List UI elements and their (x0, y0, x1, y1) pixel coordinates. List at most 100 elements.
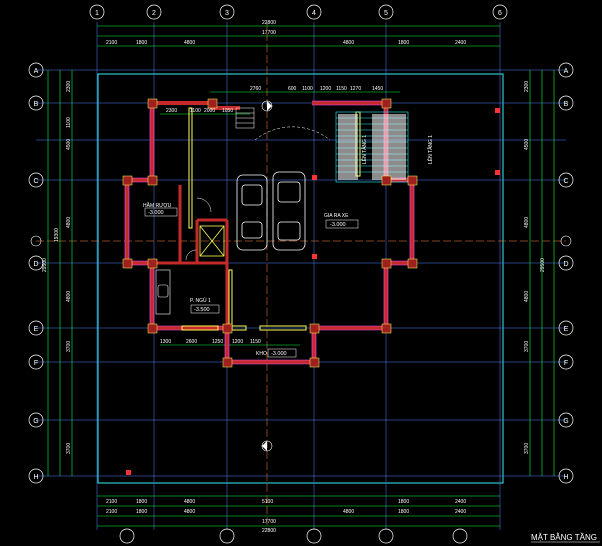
drawing-title: MẶT BẰNG TẦNG (531, 532, 597, 542)
grid-bubbles-right (558, 62, 574, 484)
grid-bubble-labels-top: 1 2 3 4 5 6 (95, 10, 502, 17)
level-box (190, 304, 220, 314)
laundry-level: -3.500 (194, 307, 210, 313)
grid-label: C (563, 178, 568, 185)
stair-label-2: LÊN TẦNG 1 (426, 135, 434, 164)
grid-bubble-labels-left: A B C D E F G H (33, 68, 38, 481)
dim-text: 600 (288, 86, 297, 92)
laundry-fixtures (155, 269, 171, 315)
dims-left-text: 2300 1100 4500 4800 4800 3700 3700 19300… (42, 81, 72, 454)
dim-text: 3700 (66, 341, 72, 352)
grid-bubbles-bottom (119, 528, 468, 544)
dim-text: 2300 (66, 81, 72, 92)
dim-text: 1800 (136, 40, 147, 46)
dimension-lines (47, 25, 555, 527)
level-box (267, 348, 297, 358)
stair-label-1: LÊN TẦNG 1 (360, 135, 368, 164)
dim-text: 4800 (343, 509, 354, 515)
grid-label: 3 (225, 10, 229, 17)
dims-inner-top-text: 2760 600 1100 1200 1150 1270 1450 2300 1… (166, 86, 383, 114)
level-box (325, 219, 359, 229)
dim-text: 1800 (398, 40, 409, 46)
grid-label: 4 (312, 10, 316, 17)
dim-text: 4800 (184, 509, 195, 515)
dim-text: 22800 (262, 20, 276, 26)
grid-label: H (563, 474, 568, 481)
dim-text: 17700 (262, 30, 276, 36)
dim-text: 1250 (212, 339, 223, 345)
dim-text: 1150 (250, 339, 261, 345)
room-labels: HẦM RƯỢU -3.000 GIA RA XE -3.000 P. NGỦ … (143, 202, 359, 358)
grid-bubbles-left (28, 62, 44, 484)
grid-label: B (34, 101, 39, 108)
elevator-shaft (199, 225, 225, 257)
dim-text: 2400 (455, 499, 466, 505)
grid-label: 6 (498, 10, 502, 17)
wine-cellar-name: HẦM RƯỢU (143, 202, 172, 209)
dim-text: 4800 (184, 499, 195, 505)
dim-text: 4500 (66, 139, 72, 150)
dim-text: 1800 (136, 499, 147, 505)
grid-label: A (564, 68, 569, 75)
dim-text: 2400 (455, 509, 466, 515)
dim-text: 1200 (320, 86, 331, 92)
dim-text: 1050 (222, 108, 233, 114)
grid-bubble-labels-right: A B C D E F G H (563, 68, 568, 481)
dim-text: 2100 (106, 40, 117, 46)
grid-label: 2 (152, 10, 156, 17)
grid-label: F (34, 360, 38, 367)
dim-text: 22800 (262, 528, 276, 534)
dim-text: 2300 (166, 108, 177, 114)
dim-text: 2000 (204, 108, 215, 114)
laundry-name: P. NGỦ 1 (190, 297, 211, 304)
dim-text: 4800 (524, 291, 530, 302)
dims-right-text: 2300 4500 4800 4800 3700 3700 29500 (524, 81, 546, 454)
stair-hatching (338, 114, 406, 180)
dim-text: 1800 (136, 509, 147, 515)
dims-inner-bottom-text: 1300 2600 1250 1200 1150 (160, 339, 261, 345)
dim-text: 1450 (372, 86, 383, 92)
grid-label: A (34, 68, 39, 75)
dim-text: 1300 (160, 339, 171, 345)
dims-bottom-text: 2100 1800 4800 5100 1800 2400 2100 1800 … (106, 499, 466, 534)
dim-text: 19300 (54, 228, 60, 242)
dim-text: 4500 (524, 139, 530, 150)
dim-text: 3700 (66, 443, 72, 454)
grid-label: D (33, 261, 38, 268)
dim-text: 3700 (524, 443, 530, 454)
dim-text: 1800 (398, 509, 409, 515)
interior-walls (152, 185, 229, 328)
site-boundary (97, 73, 504, 484)
grid-label: E (564, 326, 569, 333)
grid-label: 1 (95, 10, 99, 17)
axis-markers (126, 108, 500, 475)
grid-label: B (564, 101, 569, 108)
dim-text: 1100 (190, 108, 201, 114)
grid-label: C (33, 178, 38, 185)
storage-level: -3.000 (271, 351, 287, 357)
dim-text: 2400 (455, 40, 466, 46)
grid-label: G (33, 418, 38, 425)
garage-level: -3.000 (330, 222, 346, 228)
level-box (144, 207, 178, 217)
wine-cellar-level: -3.000 (148, 210, 164, 216)
grid-label: H (33, 474, 38, 481)
garage-name: GIA RA XE (324, 213, 349, 219)
dim-text: 1100 (66, 117, 72, 128)
storage-name: KHO (256, 351, 267, 357)
dim-text: 4800 (184, 40, 195, 46)
dim-text: 5100 (262, 499, 273, 505)
structural-columns (122, 98, 418, 368)
door-swings (185, 126, 331, 261)
dim-text: 4800 (66, 291, 72, 302)
stair-small (235, 107, 255, 129)
dim-text: 2100 (106, 509, 117, 515)
dim-text: 4800 (66, 217, 72, 228)
grid-label: 5 (384, 10, 388, 17)
dim-text: 2760 (250, 86, 261, 92)
parked-cars (236, 171, 306, 251)
dim-text: 2300 (524, 81, 530, 92)
dim-text: 4800 (343, 40, 354, 46)
